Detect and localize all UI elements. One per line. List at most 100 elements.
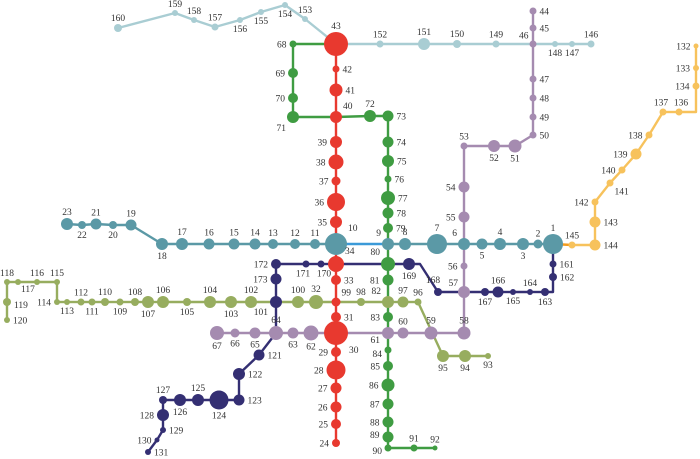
station-node-151[interactable] — [418, 38, 430, 50]
station-node-92[interactable] — [432, 445, 438, 451]
station-node-142[interactable] — [591, 198, 599, 206]
station-node-18[interactable] — [156, 238, 168, 250]
station-node-31[interactable] — [331, 312, 341, 322]
station-node-42[interactable] — [332, 65, 340, 73]
station-node-53[interactable] — [460, 142, 468, 150]
station-node-110[interactable] — [101, 298, 109, 306]
station-node-66[interactable] — [230, 328, 240, 338]
station-node-149[interactable] — [492, 40, 500, 48]
station-node-77[interactable] — [381, 191, 395, 205]
station-node-14[interactable] — [249, 238, 261, 250]
station-node-173[interactable] — [270, 273, 282, 285]
station-node-80[interactable] — [381, 257, 395, 271]
station-node-165[interactable] — [510, 289, 516, 295]
station-node-96[interactable] — [414, 298, 422, 306]
station-node-70[interactable] — [288, 93, 298, 103]
station-node-134[interactable] — [692, 82, 700, 90]
station-node-147[interactable] — [569, 41, 575, 47]
station-node-72[interactable] — [364, 110, 376, 122]
station-node-22[interactable] — [78, 221, 86, 229]
station-node-118[interactable] — [4, 279, 10, 285]
station-node-64[interactable] — [269, 326, 283, 340]
station-node-35[interactable] — [330, 216, 342, 228]
station-node-131[interactable] — [145, 449, 151, 455]
station-node-52[interactable] — [488, 140, 500, 152]
station-node-107[interactable] — [142, 296, 154, 308]
station-node-87[interactable] — [382, 398, 394, 410]
station-node-89[interactable] — [382, 431, 394, 443]
station-node-13[interactable] — [268, 239, 278, 249]
station-node-113[interactable] — [64, 299, 70, 305]
station-node-144[interactable] — [589, 239, 601, 251]
station-node-27[interactable] — [330, 382, 342, 394]
station-node-141[interactable] — [606, 179, 614, 187]
station-node-26[interactable] — [330, 401, 342, 413]
station-node-79[interactable] — [383, 223, 393, 233]
station-node-51[interactable] — [508, 139, 522, 153]
station-node-46[interactable] — [529, 40, 537, 48]
station-node-93[interactable] — [485, 353, 491, 359]
station-node-3[interactable] — [517, 238, 529, 250]
station-node-91[interactable] — [410, 444, 418, 452]
station-node-108[interactable] — [131, 298, 139, 306]
station-node-71[interactable] — [287, 111, 299, 123]
station-node-126[interactable] — [174, 394, 186, 406]
station-node-83[interactable] — [383, 312, 393, 322]
station-node-90[interactable] — [384, 444, 392, 452]
station-node-95[interactable] — [437, 350, 449, 362]
station-node-132[interactable] — [693, 43, 699, 49]
station-node-63[interactable] — [287, 327, 299, 339]
station-node-20[interactable] — [109, 221, 117, 229]
station-node-6[interactable] — [458, 238, 470, 250]
station-node-124[interactable] — [209, 390, 229, 410]
station-node-41[interactable] — [329, 83, 343, 97]
station-node-163[interactable] — [541, 288, 549, 296]
station-node-145[interactable] — [568, 241, 576, 249]
station-node-24[interactable] — [332, 439, 340, 447]
station-node-138[interactable] — [645, 131, 653, 139]
station-node-121[interactable] — [253, 349, 265, 361]
station-node-84[interactable] — [384, 346, 392, 354]
station-node-94[interactable] — [459, 350, 471, 362]
station-node-54[interactable] — [458, 181, 470, 193]
station-node-98[interactable] — [357, 298, 365, 306]
station-node-161[interactable] — [549, 260, 557, 268]
station-node-37[interactable] — [331, 176, 341, 186]
station-node-150[interactable] — [453, 40, 461, 48]
station-node-45[interactable] — [529, 24, 537, 32]
station-node-30[interactable] — [324, 321, 348, 345]
station-node-158[interactable] — [191, 17, 197, 23]
station-node-169[interactable] — [403, 258, 415, 270]
station-node-85[interactable] — [383, 361, 393, 371]
station-node-7[interactable] — [427, 234, 447, 254]
station-node-57[interactable] — [458, 286, 470, 298]
station-node-39[interactable] — [330, 136, 342, 148]
station-node-116[interactable] — [34, 279, 40, 285]
station-node-11[interactable] — [310, 239, 320, 249]
station-node-21[interactable] — [90, 218, 102, 230]
station-node-38[interactable] — [328, 154, 344, 170]
station-node-78[interactable] — [382, 207, 394, 219]
station-node-4[interactable] — [494, 238, 506, 250]
station-node-19[interactable] — [125, 219, 137, 231]
station-node-33[interactable] — [331, 275, 341, 285]
station-node-16[interactable] — [203, 238, 215, 250]
station-node-155[interactable] — [258, 9, 264, 15]
station-node-120[interactable] — [4, 317, 10, 323]
station-node-127[interactable] — [159, 396, 167, 404]
station-node-28[interactable] — [326, 360, 346, 380]
station-node-9[interactable] — [382, 238, 394, 250]
station-node-34[interactable] — [328, 256, 344, 272]
station-node-76[interactable] — [384, 175, 392, 183]
station-node-139[interactable] — [630, 148, 642, 160]
station-node-55[interactable] — [458, 211, 470, 223]
station-node-164[interactable] — [527, 289, 533, 295]
station-node-168[interactable] — [434, 288, 442, 296]
station-node-8[interactable] — [399, 238, 411, 250]
station-node-25[interactable] — [331, 419, 341, 429]
station-node-69[interactable] — [288, 68, 298, 78]
station-node-59[interactable] — [424, 326, 438, 340]
station-node-122[interactable] — [233, 368, 245, 380]
station-node-162[interactable] — [549, 273, 557, 281]
station-node-156[interactable] — [237, 17, 243, 23]
